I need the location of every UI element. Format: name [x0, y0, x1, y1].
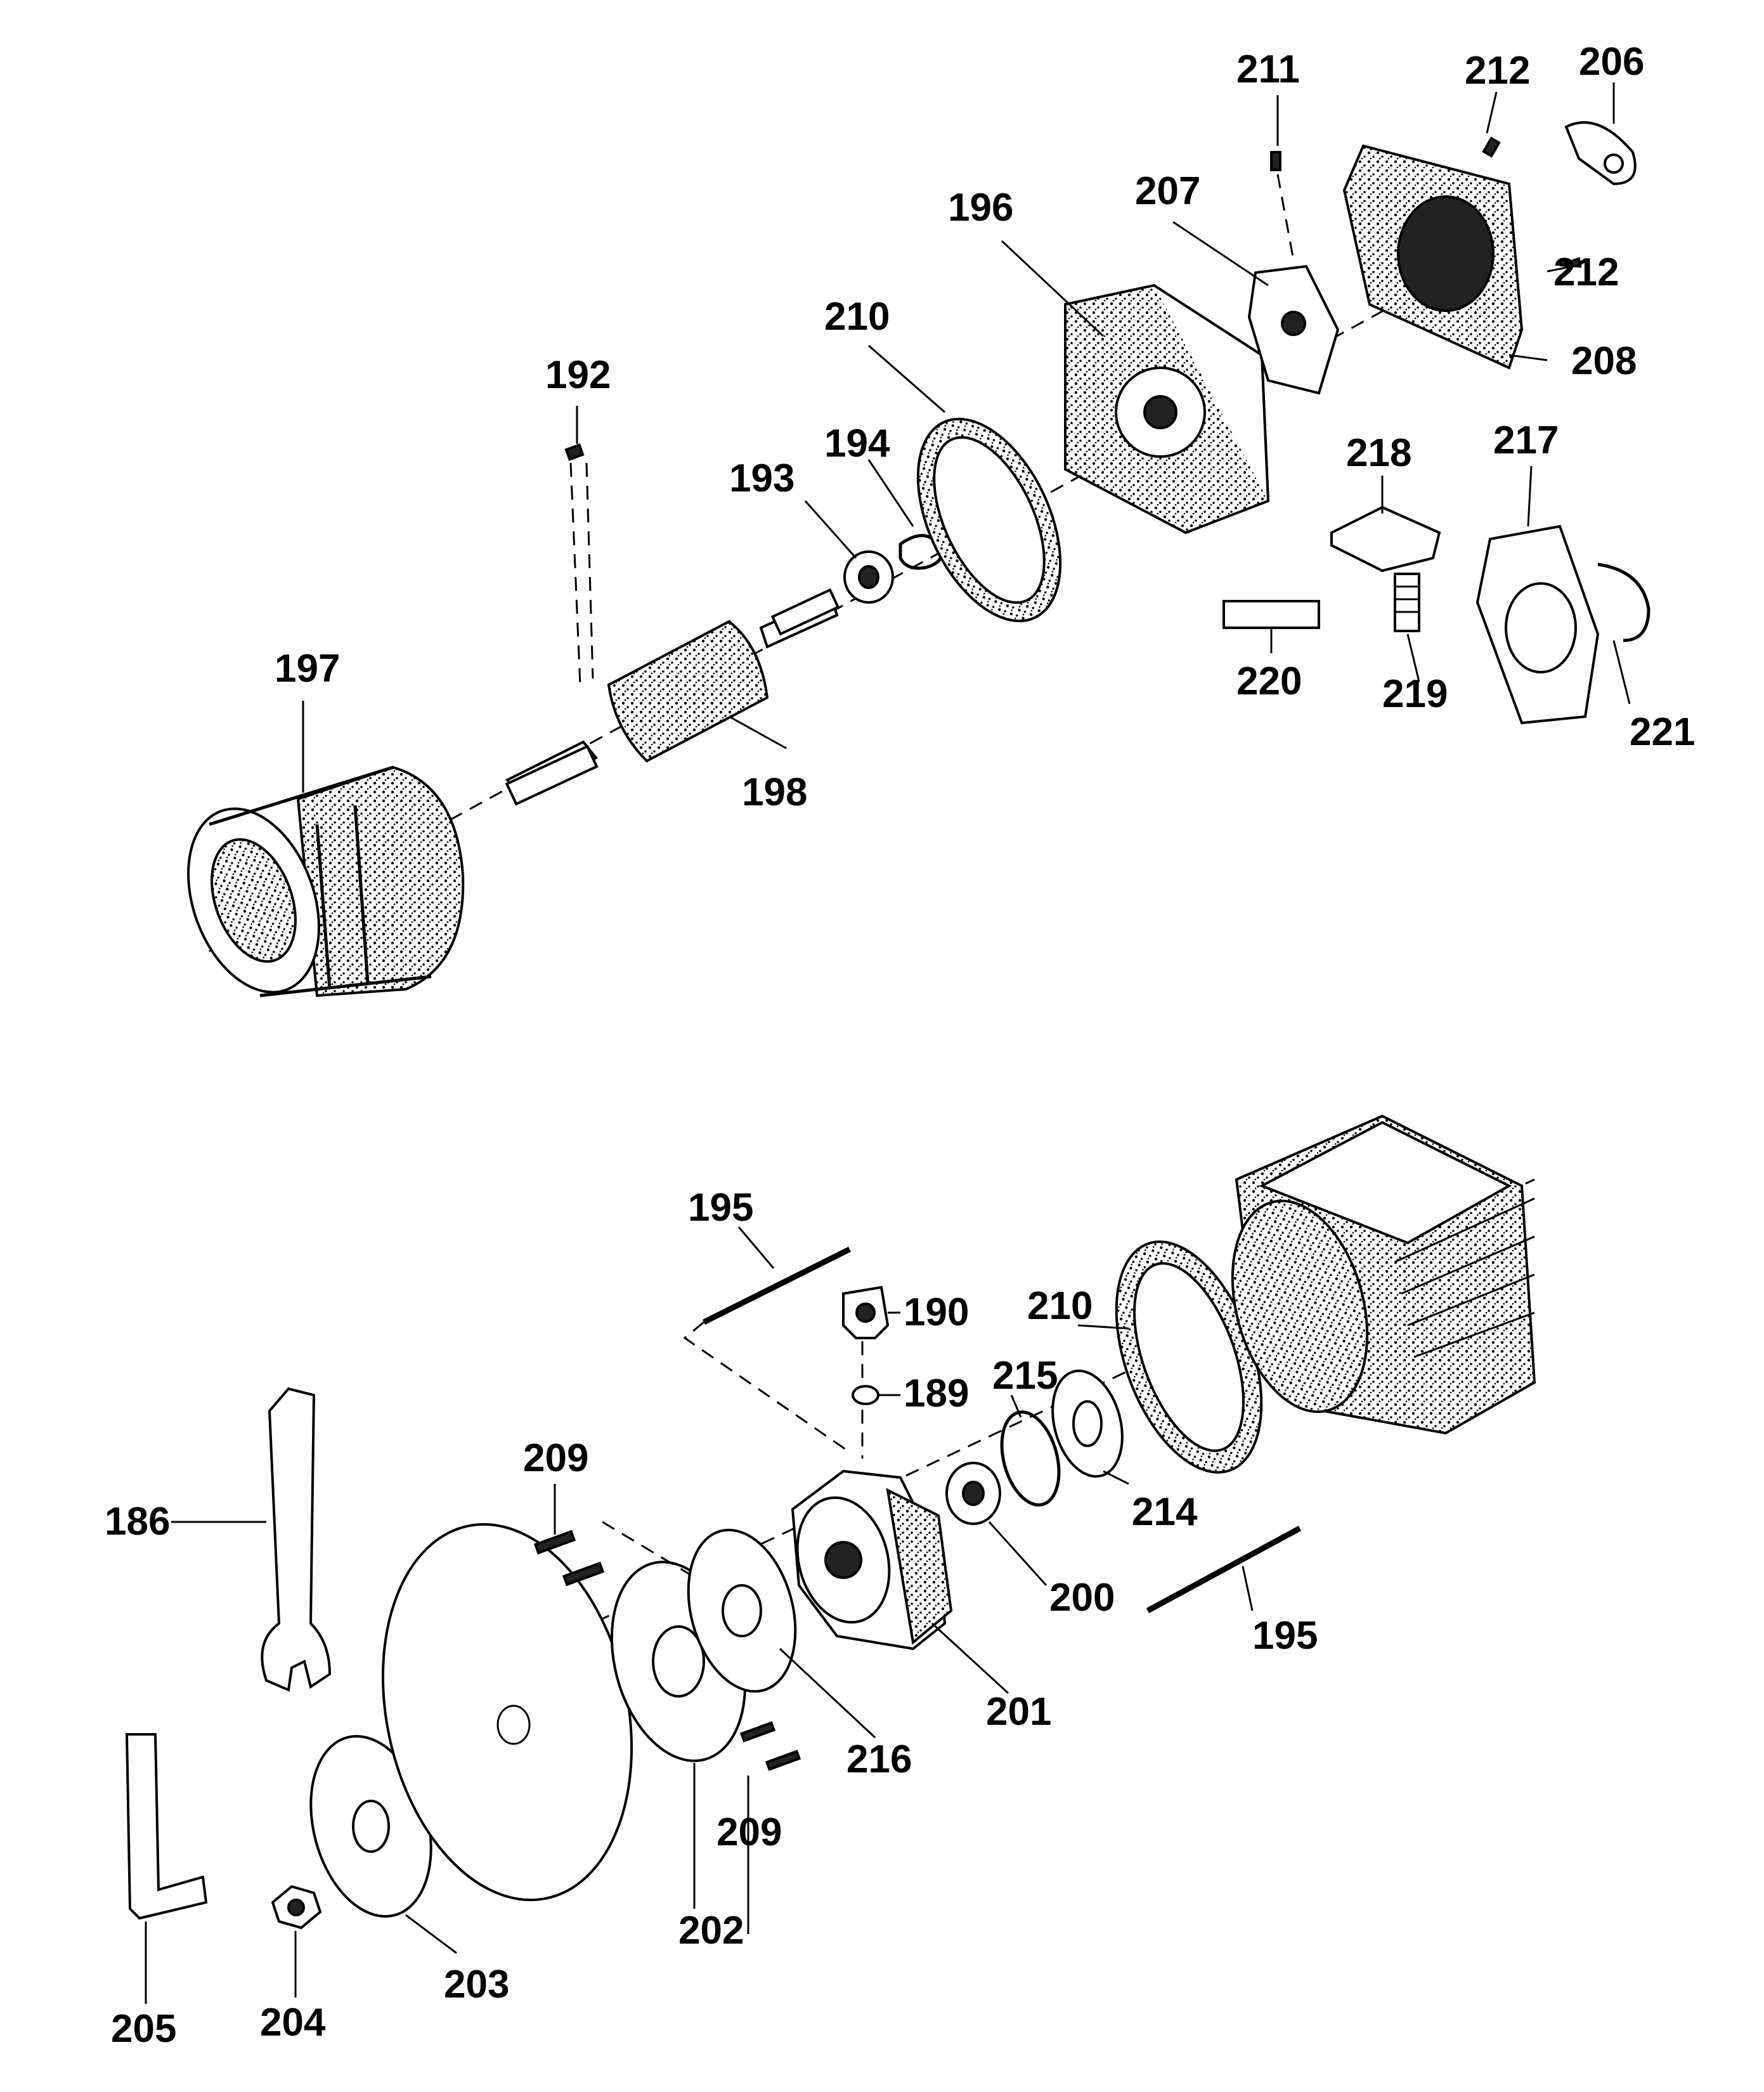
- label-190: 190: [904, 1290, 969, 1334]
- part-209-screws-lower: [739, 1721, 801, 1771]
- label-196: 196: [948, 186, 1013, 230]
- part-205-hex-key: [125, 1733, 208, 1920]
- part-219-spring: [1394, 573, 1420, 632]
- label-212-top: 212: [1465, 49, 1530, 93]
- label-219: 219: [1382, 672, 1448, 716]
- label-217: 217: [1493, 419, 1559, 462]
- label-195-bottom: 195: [1252, 1614, 1318, 1658]
- part-206-plate: [1564, 121, 1637, 186]
- label-197: 197: [275, 647, 340, 691]
- label-218: 218: [1346, 431, 1411, 475]
- part-221-circlip: [1597, 562, 1651, 642]
- part-186-wrench: [261, 1387, 332, 1692]
- label-203: 203: [444, 1963, 509, 2006]
- label-210-bottom: 210: [1027, 1284, 1093, 1328]
- label-220: 220: [1236, 659, 1302, 703]
- part-193-bearing: [843, 550, 894, 604]
- label-202: 202: [678, 1909, 744, 1952]
- part-labels: 197 192 198 193 194 210 196 207 211 212 …: [105, 40, 1695, 2051]
- label-186: 186: [105, 1500, 170, 1543]
- label-210-top: 210: [824, 295, 890, 339]
- label-189: 189: [904, 1372, 969, 1415]
- leader-lines: [145, 82, 1631, 2004]
- label-209-top: 209: [523, 1436, 588, 1480]
- part-203-outer-flange: [309, 1735, 432, 1918]
- label-212-bottom: 212: [1553, 250, 1619, 294]
- label-198: 198: [742, 770, 807, 814]
- part-195-rod-upper: [683, 1246, 852, 1453]
- label-209-bottom: 209: [717, 1810, 782, 1854]
- label-214: 214: [1132, 1490, 1198, 1534]
- label-206: 206: [1579, 40, 1644, 84]
- label-216: 216: [846, 1738, 912, 1781]
- part-208-cover: [1342, 144, 1524, 370]
- label-208: 208: [1571, 339, 1637, 383]
- part-192-pin: [564, 443, 594, 685]
- label-194: 194: [824, 422, 890, 465]
- part-197-stator: [187, 765, 465, 997]
- part-201-gear-housing: [791, 1469, 953, 1651]
- label-195-top: 195: [688, 1186, 753, 1230]
- label-193: 193: [729, 457, 794, 500]
- part-216-adapter: [687, 1528, 797, 1693]
- part-210-belt-bottom: [1115, 1240, 1263, 1474]
- label-201: 201: [986, 1690, 1051, 1734]
- part-212-screws: [1482, 136, 1582, 268]
- part-189-washer: [852, 1385, 879, 1405]
- part-200-bearing: [945, 1462, 1001, 1525]
- part-220-block: [1222, 600, 1320, 629]
- part-211-screw: [1270, 151, 1295, 261]
- label-192: 192: [545, 353, 611, 397]
- part-motor-housing: [1231, 1114, 1536, 1435]
- label-215: 215: [992, 1354, 1058, 1398]
- label-211: 211: [1236, 48, 1300, 91]
- label-207: 207: [1135, 169, 1200, 213]
- part-204-nut: [271, 1885, 322, 1930]
- label-200: 200: [1049, 1576, 1115, 1620]
- label-221: 221: [1630, 710, 1695, 754]
- part-218-bracket: [1330, 505, 1441, 573]
- label-204: 204: [260, 2001, 326, 2044]
- part-217-plate: [1475, 524, 1600, 725]
- part-210-belt-top: [916, 417, 1062, 623]
- part-198-armature: [505, 588, 840, 806]
- label-205: 205: [111, 2007, 176, 2051]
- part-195-rod-lower: [1146, 1526, 1302, 1613]
- part-214-plate: [1051, 1369, 1124, 1478]
- part-196-housing: [1064, 283, 1270, 535]
- part-190-eye-bolt: [842, 1285, 890, 1459]
- part-207-fan: [1247, 264, 1340, 395]
